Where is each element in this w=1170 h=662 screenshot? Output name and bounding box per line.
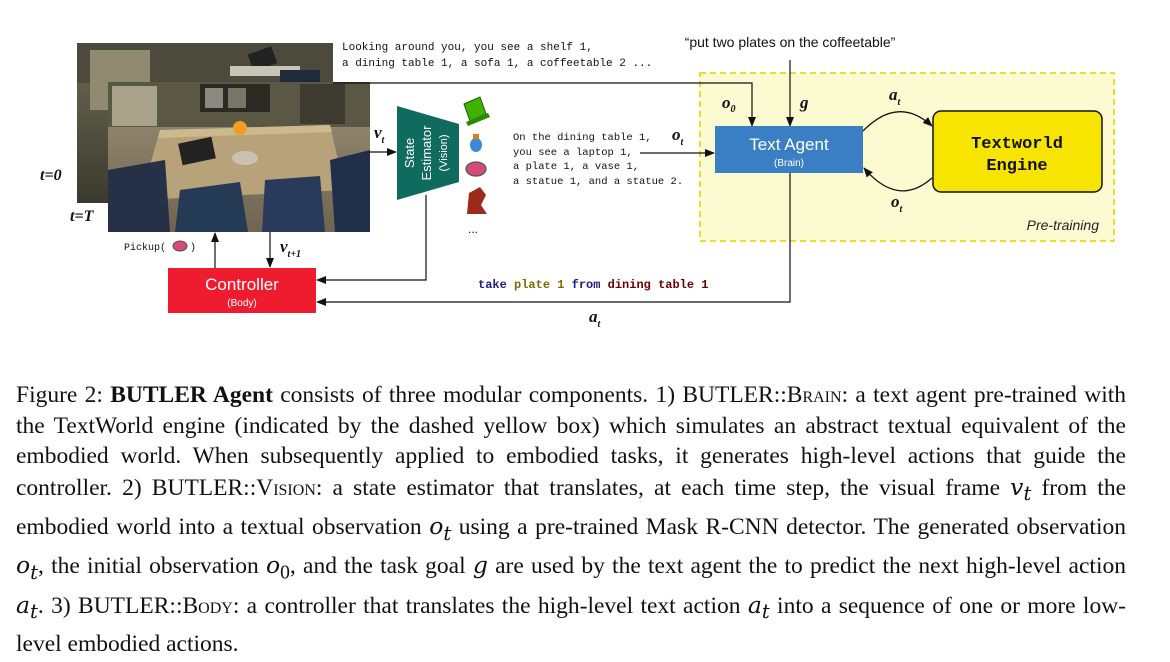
objects-ellipsis: ... xyxy=(468,222,478,236)
vt-symbol: vt xyxy=(374,123,386,146)
action-plate-number: 1 xyxy=(557,278,564,292)
pickup-plate-icon xyxy=(172,240,188,252)
detected-observation-line1: On the dining table 1, xyxy=(513,132,652,144)
estimator-to-controller-arrow xyxy=(316,195,427,284)
tT-label: t=T xyxy=(70,208,95,225)
text-agent-subtitle: (Brain) xyxy=(774,158,804,169)
action-table-number: 1 xyxy=(701,278,708,292)
pretraining-label: Pre-training xyxy=(1027,217,1100,233)
initial-observation-line1: Looking around you, you see a shelf 1, xyxy=(342,42,593,54)
controller-subtitle: (Body) xyxy=(227,298,256,309)
action-take: take xyxy=(478,278,507,292)
action-plate: plate xyxy=(514,278,550,292)
t0-label: t=0 xyxy=(40,167,62,184)
action-from: from xyxy=(572,278,601,292)
caption-bold-title: BUTLER Agent xyxy=(110,382,273,408)
ot-right-symbol: ot xyxy=(891,192,904,215)
textworld-engine-line1: Textworld xyxy=(971,135,1063,154)
text-agent-box xyxy=(715,126,863,173)
statue-icon xyxy=(467,187,487,214)
vt1-symbol: vt+1 xyxy=(280,237,301,260)
pickup-label: Pickup( xyxy=(124,242,166,254)
pickup-close: ) xyxy=(190,242,196,254)
action-dining: dining xyxy=(608,278,651,292)
action-text: take plate 1 from dining table 1 xyxy=(478,278,709,292)
state-estimator-label-1: State xyxy=(402,138,417,168)
o0-arrow xyxy=(333,82,756,127)
state-estimator-label-2: Estimator xyxy=(419,125,434,181)
state-estimator xyxy=(397,106,459,200)
goal-quote: “put two plates on the coffeetable” xyxy=(685,34,896,50)
at-top-symbol: at xyxy=(889,85,902,108)
plate-icon xyxy=(465,161,487,177)
action-arrow xyxy=(316,173,791,306)
at-bottom-symbol: at xyxy=(589,307,602,330)
vase-icon xyxy=(470,134,482,152)
action-table: table xyxy=(658,278,694,292)
detected-observation-line4: a statue 1, and a statue 2. xyxy=(513,176,683,188)
state-estimator-label-3: (Vision) xyxy=(438,134,450,171)
butler-architecture-diagram: Pre-training t=0 t=T Looking around you,… xyxy=(40,34,1115,330)
g-symbol: g xyxy=(799,93,809,112)
ot-curve-arrow xyxy=(863,167,933,192)
detected-observation-line3: a plate 1, a vase 1, xyxy=(513,161,639,173)
detected-observation-line2: you see a laptop 1, xyxy=(513,147,633,159)
at-curve-arrow xyxy=(862,111,933,132)
frame-tT xyxy=(108,82,370,232)
ot-symbol: ot xyxy=(672,125,685,148)
controller-title: Controller xyxy=(205,275,279,294)
laptop-icon xyxy=(463,96,490,126)
text-agent-title: Text Agent xyxy=(749,135,829,154)
initial-observation-line2: a dining table 1, a sofa 1, a coffeetabl… xyxy=(342,58,652,70)
o0-symbol: o0 xyxy=(722,93,736,115)
figure-caption: Figure 2: BUTLER Agent consists of three… xyxy=(16,382,1127,657)
textworld-engine-line2: Engine xyxy=(986,157,1047,176)
controller-box xyxy=(168,268,316,313)
textworld-engine-box xyxy=(932,110,1103,193)
